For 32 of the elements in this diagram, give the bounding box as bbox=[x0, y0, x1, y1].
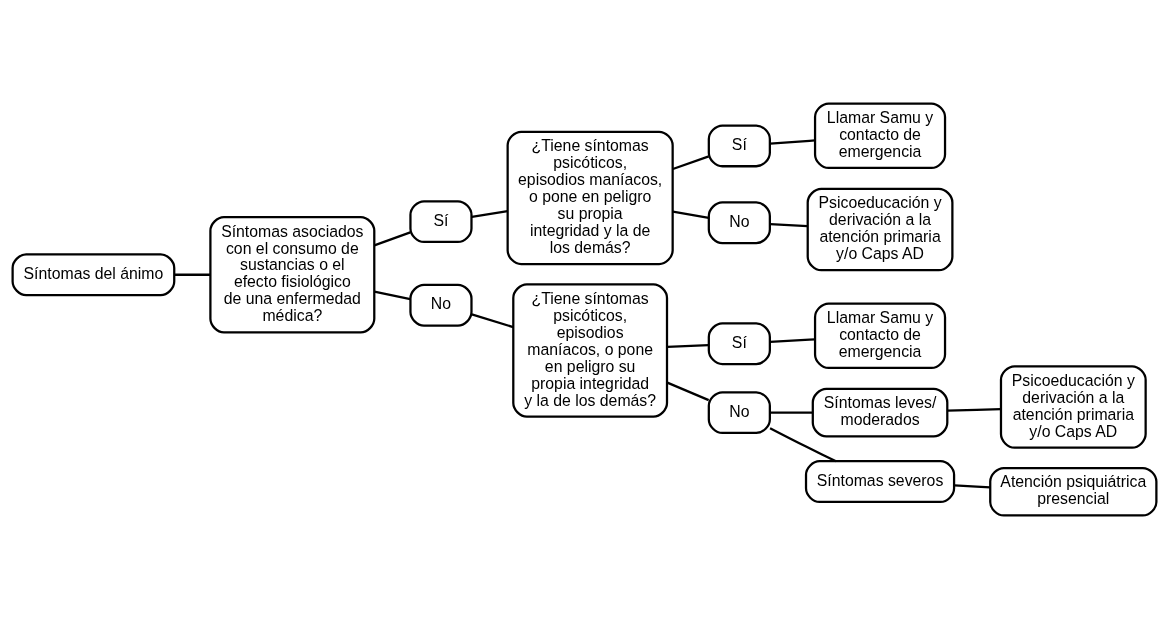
connector bbox=[947, 407, 1001, 412]
connector bbox=[666, 381, 710, 401]
node-box: Sí bbox=[707, 321, 771, 365]
connector bbox=[770, 337, 815, 343]
node-box: Síntomas asociados con el consumo de sustancias o el efecto fisiológico de una enfermedad médica? bbox=[209, 215, 376, 333]
connector bbox=[471, 209, 508, 218]
node-box: Atención psiquiátrica presencial bbox=[989, 466, 1158, 517]
node-box: Sí bbox=[707, 123, 771, 167]
node-box: ¿Tiene síntomas psicóticos, episodios maníacos, o pone en peligro su propia integridad y la de los demás? bbox=[512, 282, 669, 418]
connector bbox=[174, 273, 211, 276]
node-box: Llamar Samu y contacto de emergencia bbox=[813, 301, 947, 369]
connector bbox=[471, 312, 514, 328]
node-box: Síntomas severos bbox=[804, 459, 956, 503]
node-box: Sí bbox=[409, 199, 473, 243]
node-box: Síntomas leves/ moderados bbox=[811, 387, 949, 437]
node-box: Psicoeducación y derivación a la atención primaria y/o Caps AD bbox=[806, 187, 954, 271]
node-box: Llamar Samu y contacto de emergencia bbox=[813, 101, 947, 169]
connector bbox=[672, 154, 710, 170]
node-box: Síntomas del ánimo bbox=[11, 252, 176, 296]
connector bbox=[373, 230, 411, 246]
connector bbox=[672, 210, 709, 219]
node-box: ¿Tiene síntomas psicóticos, episodios maníacos, o pone en peligro su propia integridad y la de los demás? bbox=[506, 130, 674, 265]
node-box: Psicoeducación y derivación a la atención primaria y/o Caps AD bbox=[999, 364, 1147, 449]
connector bbox=[770, 222, 808, 227]
node-box: No bbox=[409, 283, 473, 327]
connector bbox=[770, 138, 815, 145]
connector bbox=[770, 411, 813, 414]
node-box: No bbox=[707, 200, 771, 244]
connector bbox=[954, 483, 991, 488]
connector bbox=[667, 343, 709, 348]
connector bbox=[374, 290, 411, 300]
node-box: No bbox=[707, 390, 771, 434]
